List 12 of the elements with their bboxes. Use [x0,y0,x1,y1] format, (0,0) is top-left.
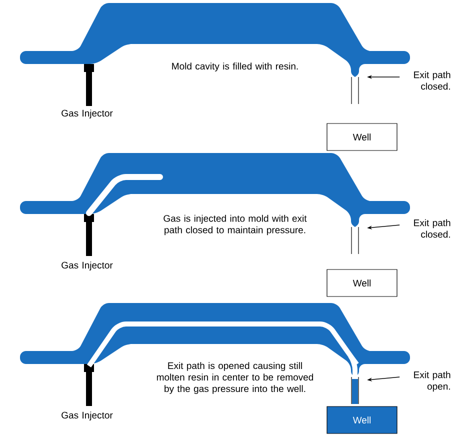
caption-text: Gas is injected into mold with exit path closed to maintain pressure. [164,214,307,236]
caption-text: Exit path is opened causing still molten resin in center to be removed by the gas pressure into the well. [156,362,314,394]
well-box: Well [326,269,398,297]
exit-path-text: Exit path open. [414,371,450,392]
injector-label: Gas Injector [62,110,113,118]
exit-path-text: Exit path closed. [414,71,450,90]
injector-label: Gas Injector [62,412,113,420]
exit-path-text: Exit path closed. [414,219,450,238]
well-box: Well [326,406,398,434]
injector-label: Gas Injector [62,262,113,270]
well-box: Well [326,123,398,151]
caption-text: Mold cavity is filled with resin. [172,62,298,72]
